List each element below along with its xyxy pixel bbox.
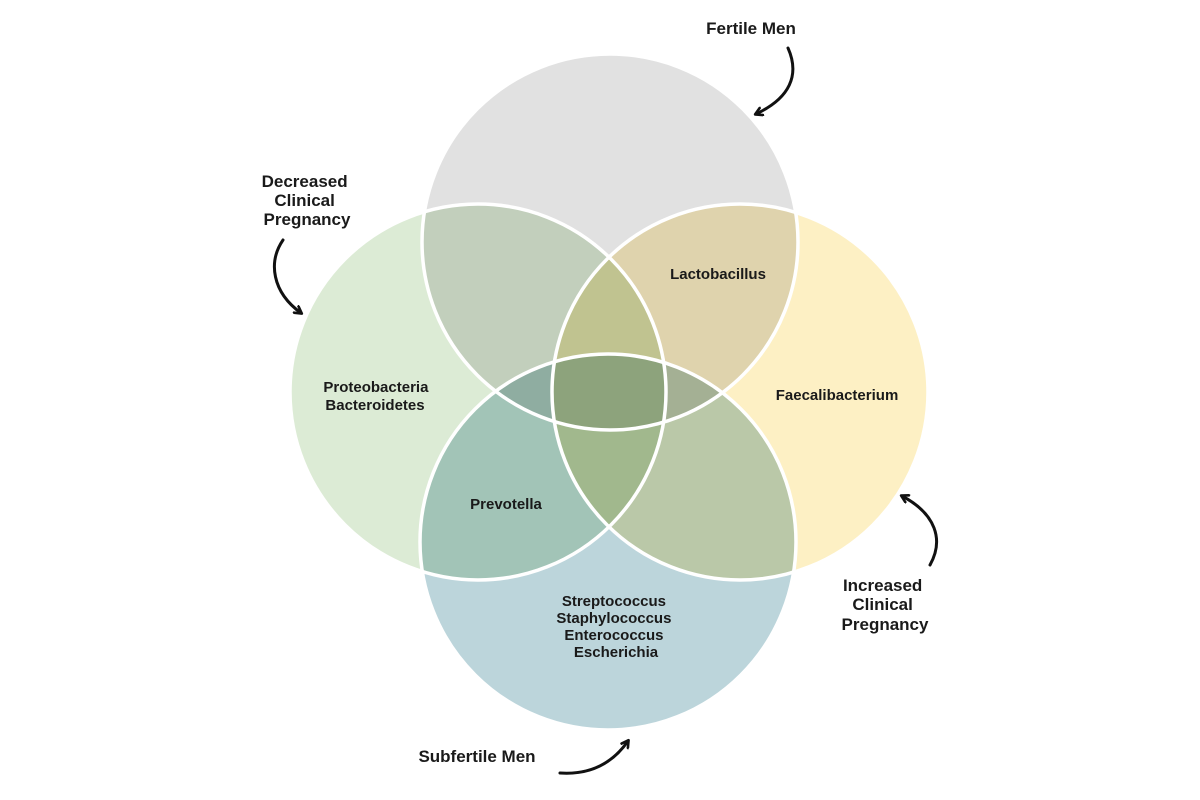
fertile-men-label: Fertile Men <box>706 19 796 38</box>
decreased-pregnancy-outline <box>288 202 668 582</box>
increased-pregnancy-outline <box>550 202 930 582</box>
decreased-pregnancy-arrow <box>273 238 301 313</box>
subfertile-men-label: Subfertile Men <box>418 747 535 766</box>
subfertile-men-circle <box>420 354 796 730</box>
region-decreased-subfertile: Prevotella <box>470 496 542 513</box>
region-subfertile-only: Streptococcus Staphylococcus Enterococcu… <box>556 593 675 661</box>
region-increased-only: Faecalibacterium <box>776 387 899 404</box>
subfertile-men-outline <box>418 352 798 732</box>
fertile-men-outline <box>420 52 800 432</box>
region-decreased-only: Proteobacteria Bacteroidetes <box>323 379 432 414</box>
increased-pregnancy-arrow <box>902 496 939 567</box>
region-fertile-increased: Lactobacillus <box>670 266 766 283</box>
decreased-pregnancy-label: Decreased Clinical Pregnancy <box>262 172 353 229</box>
subfertile-men-arrow <box>558 741 628 775</box>
fertile-men-arrow <box>756 46 795 114</box>
increased-pregnancy-label: Increased Clinical Pregnancy <box>842 576 929 634</box>
